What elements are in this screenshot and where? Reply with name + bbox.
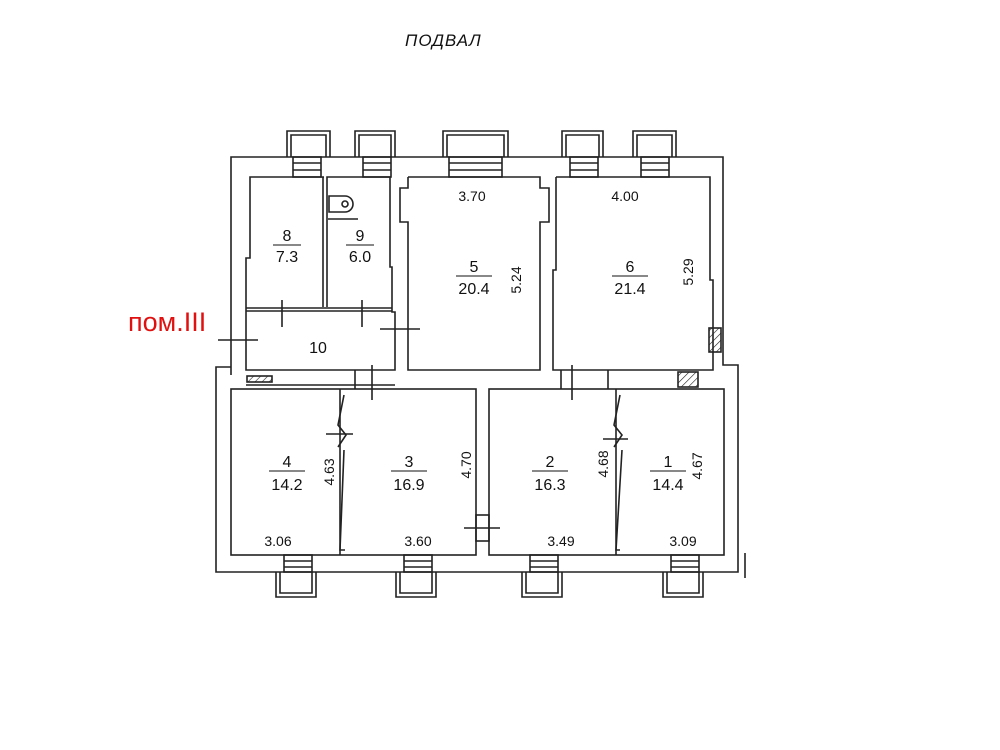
room-outlines — [218, 176, 725, 556]
svg-text:21.4: 21.4 — [614, 281, 645, 298]
svg-text:5.29: 5.29 — [680, 258, 696, 285]
premise-label: пом.III — [128, 307, 207, 337]
room-8: 8 7.3 — [273, 228, 301, 266]
svg-text:14.4: 14.4 — [652, 477, 683, 494]
floor-title: ПОДВАЛ — [405, 31, 482, 50]
windows-top — [286, 130, 677, 178]
room-4: 4 14.2 4.63 3.06 — [264, 454, 337, 549]
room-1: 1 14.4 4.67 3.09 — [650, 452, 705, 549]
svg-text:4.70: 4.70 — [458, 451, 474, 478]
svg-text:1: 1 — [664, 454, 673, 471]
svg-text:4.67: 4.67 — [689, 452, 705, 479]
svg-text:4.00: 4.00 — [611, 188, 638, 204]
svg-text:8: 8 — [283, 228, 292, 245]
svg-text:20.4: 20.4 — [458, 281, 489, 298]
svg-text:3.09: 3.09 — [669, 533, 696, 549]
svg-text:3.70: 3.70 — [458, 188, 485, 204]
svg-text:2: 2 — [546, 454, 555, 471]
windows-bottom — [275, 554, 704, 598]
svg-text:4: 4 — [283, 454, 292, 471]
room-9: 9 6.0 — [346, 228, 374, 266]
svg-text:10: 10 — [309, 340, 327, 357]
svg-text:5.24: 5.24 — [508, 266, 524, 293]
room-2: 2 16.3 4.68 3.49 — [532, 450, 611, 549]
svg-text:3.60: 3.60 — [404, 533, 431, 549]
svg-text:16.9: 16.9 — [393, 477, 424, 494]
svg-text:6: 6 — [626, 259, 635, 276]
svg-text:3.49: 3.49 — [547, 533, 574, 549]
svg-text:3: 3 — [405, 454, 414, 471]
svg-text:16.3: 16.3 — [534, 477, 565, 494]
svg-text:7.3: 7.3 — [276, 249, 298, 266]
room-10: 10 — [309, 340, 327, 357]
svg-text:9: 9 — [356, 228, 365, 245]
room-5: 3.70 5 20.4 5.24 — [456, 188, 524, 298]
svg-text:4.68: 4.68 — [595, 450, 611, 477]
svg-text:6.0: 6.0 — [349, 249, 371, 266]
svg-text:3.06: 3.06 — [264, 533, 291, 549]
room-6: 4.00 6 21.4 5.29 — [611, 188, 696, 298]
svg-text:14.2: 14.2 — [271, 477, 302, 494]
svg-text:4.63: 4.63 — [321, 458, 337, 485]
svg-text:5: 5 — [470, 259, 479, 276]
room-3: 3 16.9 4.70 3.60 — [391, 451, 474, 549]
